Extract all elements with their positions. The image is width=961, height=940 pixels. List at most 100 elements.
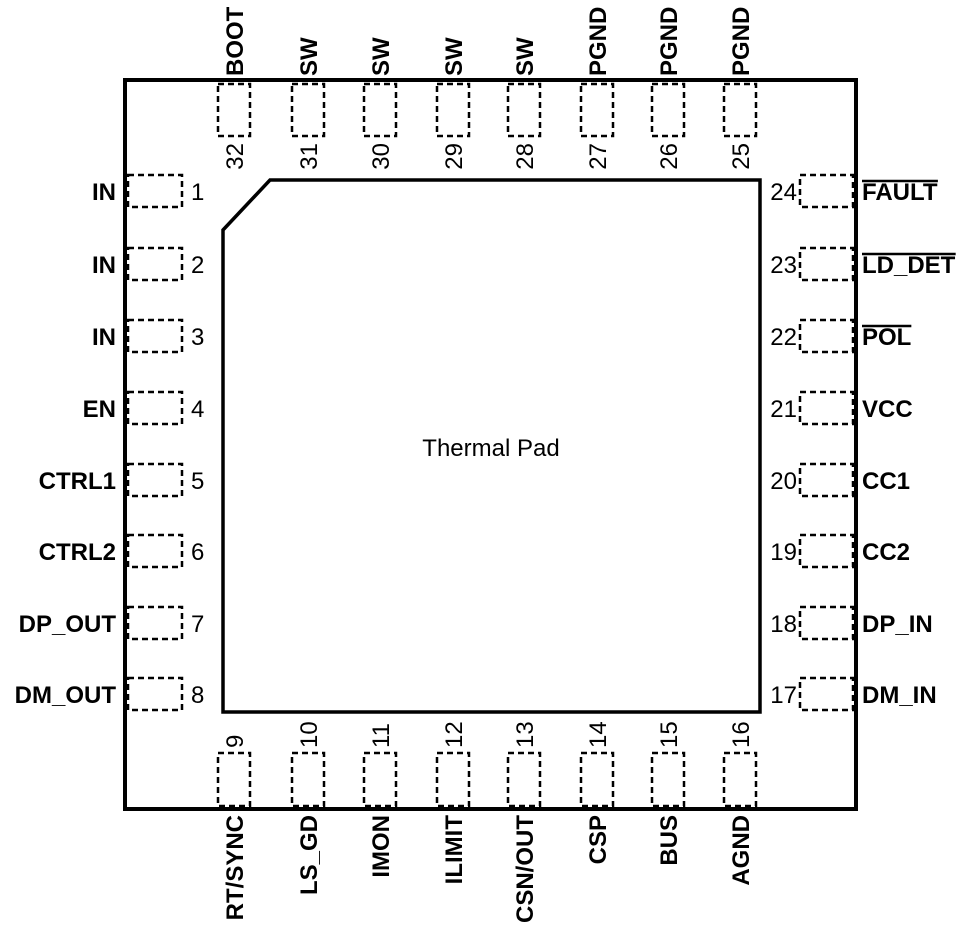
pin-29-number: 29: [441, 143, 468, 170]
pin-12-number: 12: [441, 721, 468, 748]
pin-14-number: 14: [585, 721, 612, 748]
pin-31-pad: [290, 82, 326, 138]
pin-11-name: IMON: [368, 815, 395, 878]
pin-10-number: 10: [296, 721, 323, 748]
pin-1-number: 1: [191, 179, 204, 206]
pin-16-number: 16: [728, 721, 755, 748]
pin-15-name: BUS: [656, 815, 683, 866]
pin-5-name: CTRL1: [39, 468, 116, 495]
pin-28-number: 28: [512, 143, 539, 170]
pin-13-pad: [506, 751, 542, 808]
pin-27-number: 27: [585, 143, 612, 170]
pin-19-number: 19: [770, 539, 797, 566]
pin-7-name: DP_OUT: [19, 611, 117, 638]
pin-2-number: 2: [191, 252, 204, 279]
pin-11-pad: [362, 751, 398, 808]
pin-5-pad: [126, 462, 184, 498]
pin-3-name: IN: [92, 324, 116, 351]
pin-24-pad: [798, 173, 855, 209]
pin-24-name: FAULT: [862, 179, 938, 206]
pin-18-pad: [798, 605, 855, 641]
pin-13-number: 13: [512, 721, 539, 748]
pin-1-pad: [126, 173, 184, 209]
pin-20-number: 20: [770, 468, 797, 495]
pin-29-name: SW: [441, 37, 468, 76]
pin-28-pad: [506, 82, 542, 138]
pin-18-name: DP_IN: [862, 611, 933, 638]
pin-22-pad: [798, 318, 855, 354]
pin-5-number: 5: [191, 468, 204, 495]
pin-16-pad: [722, 751, 758, 808]
pin-31-number: 31: [296, 143, 323, 170]
pin-24-number: 24: [770, 179, 797, 206]
pin-6-number: 6: [191, 539, 204, 566]
pin-14-pad: [579, 751, 615, 808]
thermal-pad: [221, 178, 762, 714]
pin-15-pad: [650, 751, 686, 808]
pin-17-name: DM_IN: [862, 682, 937, 709]
pin-9-name: RT/SYNC: [222, 815, 249, 920]
pin-16-name: AGND: [728, 815, 755, 886]
pin-25-name: PGND: [728, 7, 755, 76]
pin-12-pad: [435, 751, 471, 808]
pin-9-pad: [216, 751, 252, 808]
pin-17-pad: [798, 676, 855, 712]
pin-19-name: CC2: [862, 539, 910, 566]
thermal-pad-label: Thermal Pad: [422, 435, 559, 462]
pin-6-name: CTRL2: [39, 539, 116, 566]
pin-21-number: 21: [770, 396, 797, 423]
pin-28-name: SW: [512, 37, 539, 76]
pin-30-number: 30: [368, 143, 395, 170]
pin-23-number: 23: [770, 252, 797, 279]
pin-32-name: BOOT: [222, 6, 249, 76]
pin-26-pad: [650, 82, 686, 138]
pin-1-name: IN: [92, 179, 116, 206]
pin-25-pad: [722, 82, 758, 138]
pin-30-pad: [362, 82, 398, 138]
pin-23-pad: [798, 246, 855, 282]
pin-15-number: 15: [656, 721, 683, 748]
pin-17-number: 17: [770, 682, 797, 709]
pin-10-name: LS_GD: [296, 815, 323, 895]
pin-4-pad: [126, 390, 184, 426]
pin-32-number: 32: [222, 143, 249, 170]
pin-19-pad: [798, 533, 855, 569]
pin-8-number: 8: [191, 682, 204, 709]
pin-27-name: PGND: [585, 7, 612, 76]
pin-10-pad: [290, 751, 326, 808]
package-outline: [123, 78, 858, 811]
pin-20-name: CC1: [862, 468, 910, 495]
pin-23-name: LD_DET: [862, 252, 956, 279]
pin-3-number: 3: [191, 324, 204, 351]
pin-30-name: SW: [368, 37, 395, 76]
pin-21-name: VCC: [862, 396, 913, 423]
pin-13-name: CSN/OUT: [512, 815, 539, 923]
pin-29-pad: [435, 82, 471, 138]
pin-6-pad: [126, 533, 184, 569]
pin-22-number: 22: [770, 324, 797, 351]
pin-11-number: 11: [368, 723, 395, 748]
pin-32-pad: [216, 82, 252, 138]
pin-31-name: SW: [296, 37, 323, 76]
pin-2-name: IN: [92, 252, 116, 279]
pin-7-pad: [126, 605, 184, 641]
pin-26-number: 26: [656, 143, 683, 170]
pin-9-number: 9: [222, 735, 249, 748]
pin-25-number: 25: [728, 143, 755, 170]
pin-18-number: 18: [770, 611, 797, 638]
pin-20-pad: [798, 462, 855, 498]
pin-27-pad: [579, 82, 615, 138]
pin-7-number: 7: [191, 611, 204, 638]
pin-2-pad: [126, 246, 184, 282]
pin-8-pad: [126, 676, 184, 712]
pin-4-name: EN: [83, 396, 116, 423]
pin-3-pad: [126, 318, 184, 354]
pin-21-pad: [798, 390, 855, 426]
pin-14-name: CSP: [585, 815, 612, 864]
pin-12-name: ILIMIT: [441, 815, 468, 885]
pin-22-name: POL: [862, 324, 911, 351]
pin-26-name: PGND: [656, 7, 683, 76]
pin-4-number: 4: [191, 396, 204, 423]
